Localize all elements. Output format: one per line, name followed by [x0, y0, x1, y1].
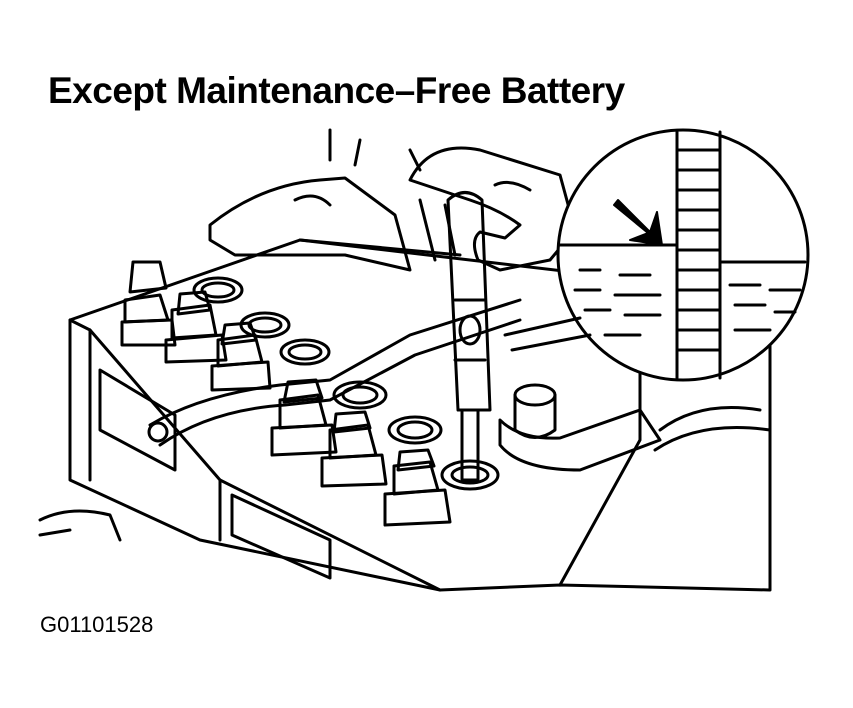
vent-cap-1: [120, 260, 177, 347]
vent-cap-5: [320, 410, 388, 488]
positive-terminal: [498, 383, 772, 472]
vent-cap-4: [270, 378, 338, 457]
filler-holes: [192, 276, 500, 491]
figure-id: G01101528: [40, 612, 154, 637]
hydrometer: [446, 191, 492, 482]
vent-cap-6: [383, 448, 452, 527]
level-arrow-icon: [613, 199, 663, 246]
hand: [408, 146, 577, 272]
magnified-view: [503, 128, 810, 382]
diagram-title: Except Maintenance–Free Battery: [48, 70, 625, 111]
battery-case: [68, 238, 772, 592]
vent-strip: [208, 128, 422, 272]
negative-cable: [147, 298, 522, 447]
vent-cap-2: [164, 290, 228, 364]
left-hand-fragment: [38, 509, 122, 542]
